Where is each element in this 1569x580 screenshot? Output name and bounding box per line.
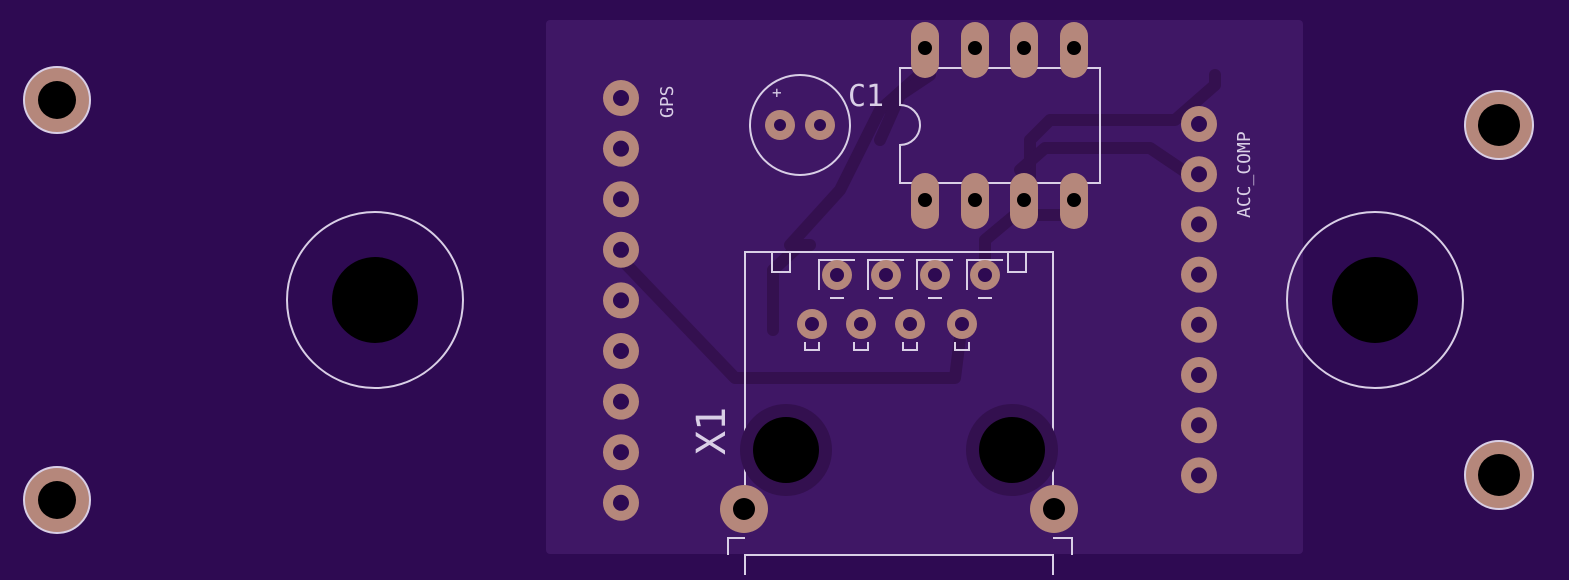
mounting-holes [23,66,1534,534]
label-plus: + [772,83,782,102]
label-acc-comp: ACC_COMP [1234,131,1255,218]
connector-hole-right [979,417,1045,483]
trace-ic-to-acc-2 [1014,142,1196,181]
capacitor-c1 [749,74,851,176]
connector-outline [744,251,1054,490]
silk-ring-left [286,211,464,389]
large-hole-left [332,257,418,343]
connector-x1 [720,251,1078,575]
label-gps: GPS [657,85,678,118]
trace-connector-right [979,209,1076,281]
large-hole-right [1332,257,1418,343]
ic-package [899,22,1101,229]
ic-pins [911,22,1088,229]
label-c1: C1 [848,79,884,114]
connector-hole-left [753,417,819,483]
acc-comp-header [1181,106,1217,494]
silk-ring-right [1286,211,1464,389]
capacitor-outline [749,74,851,176]
trace-ic-to-acc [1024,69,1221,206]
trace-connector-left [767,239,816,336]
label-x1: X1 [689,407,735,455]
large-mounting-holes [286,211,1464,389]
gps-header [603,80,639,521]
connector-pins [797,259,1003,351]
ic-outline [899,67,1101,184]
